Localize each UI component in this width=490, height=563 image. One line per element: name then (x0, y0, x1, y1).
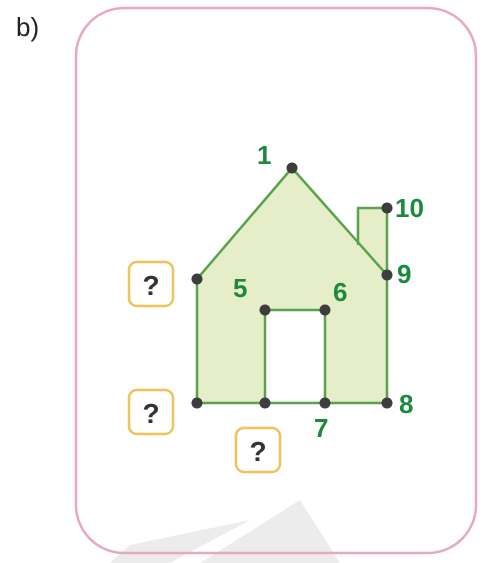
house-shape (197, 168, 387, 403)
point-bottom (260, 398, 271, 409)
label-8: 8 (399, 389, 413, 419)
unknown-box-left-lower: ? (129, 390, 173, 434)
point-1 (287, 163, 298, 174)
label-5: 5 (233, 273, 247, 303)
unknown-mark-left-lower: ? (142, 398, 159, 429)
unknown-box-left-upper: ? (129, 262, 173, 306)
label-6: 6 (333, 277, 347, 307)
unknown-mark-bottom: ? (249, 436, 266, 467)
point-7 (320, 398, 331, 409)
point-10 (382, 203, 393, 214)
unknown-box-bottom: ? (236, 428, 280, 472)
label-1: 1 (257, 140, 271, 170)
label-10: 10 (395, 193, 424, 223)
unknown-mark-left-upper: ? (142, 270, 159, 301)
point-left-upper (192, 274, 203, 285)
point-left-lower (192, 398, 203, 409)
point-8 (382, 398, 393, 409)
point-5 (260, 305, 271, 316)
label-7: 7 (314, 413, 328, 443)
point-6 (320, 305, 331, 316)
point-9 (382, 270, 393, 281)
door-line (265, 310, 325, 403)
label-9: 9 (397, 259, 411, 289)
